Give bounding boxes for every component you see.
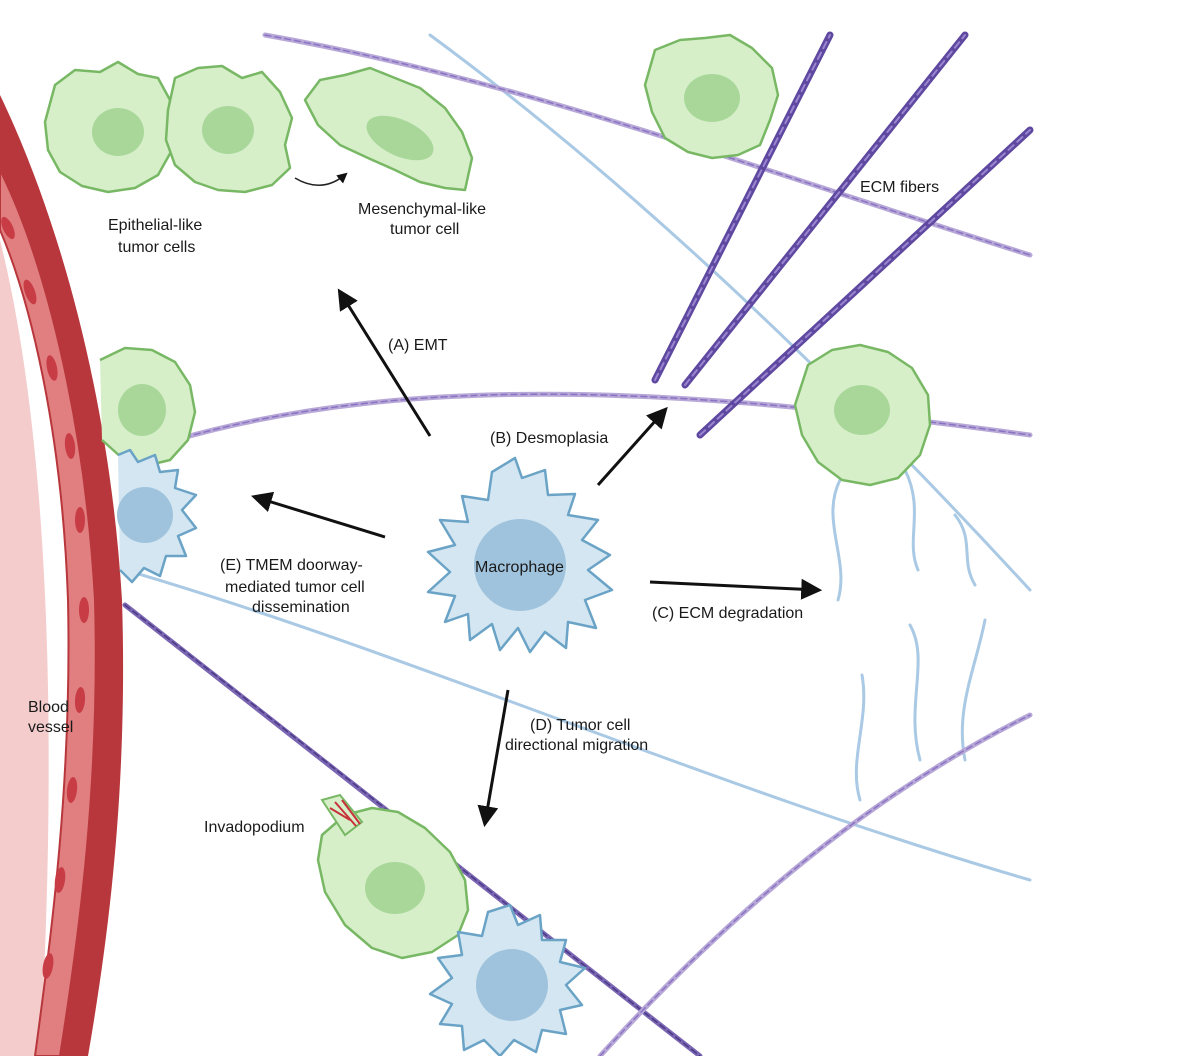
ecm-fiber-diagonal-1 bbox=[651, 31, 834, 384]
epithelial-label-line2: tumor cells bbox=[118, 239, 195, 256]
tmem-label-line2: mediated tumor cell bbox=[225, 579, 365, 596]
epithelial-label-line1: Epithelial-like bbox=[108, 217, 202, 234]
degraded-fiber-4 bbox=[854, 673, 866, 802]
ecm-fibers-label: ECM fibers bbox=[860, 179, 939, 196]
mesenchymal-tumor-cell bbox=[303, 66, 474, 192]
mesenchymal-label-line1: Mesenchymal-like bbox=[358, 201, 486, 218]
ecm-degradation-arrow bbox=[649, 578, 823, 600]
tumor-cell-right-on-fiber bbox=[793, 343, 932, 487]
blood-vessel-label-line1: Blood bbox=[28, 699, 69, 716]
ecm-degradation-label: (C) ECM degradation bbox=[652, 605, 803, 622]
blood-vessel-label-line2: vessel bbox=[28, 719, 73, 736]
desmoplasia-arrow bbox=[596, 406, 668, 486]
desmoplasia-label: (B) Desmoplasia bbox=[490, 430, 608, 447]
tmem-label-line1: (E) TMEM doorway- bbox=[220, 557, 363, 574]
degraded-fiber-1 bbox=[831, 478, 843, 602]
ecm-fiber-long-top bbox=[262, 32, 1033, 258]
endothelial-nuclei bbox=[1, 216, 89, 979]
vessel-wall bbox=[0, 95, 124, 1056]
macrophage-center: Macrophage bbox=[426, 456, 614, 654]
migration-label-line1: (D) Tumor cell bbox=[530, 717, 630, 734]
macrophage-label: Macrophage bbox=[475, 559, 564, 576]
invadopodium-protrusion bbox=[320, 793, 364, 837]
degraded-fiber-6 bbox=[960, 618, 987, 762]
vessel-lumen bbox=[0, 240, 49, 1056]
tmem-label-line3: dissemination bbox=[252, 599, 350, 616]
migration-arrow bbox=[477, 689, 510, 828]
ecm-fiber-diagonal-2 bbox=[681, 31, 969, 389]
blood-vessel: Blood vessel bbox=[0, 95, 124, 1056]
process-arrows bbox=[250, 288, 823, 828]
ecm-fiber-diagonal-3 bbox=[696, 126, 1034, 439]
tmem-arrow bbox=[250, 491, 386, 539]
ecm-fiber-long-bottom bbox=[597, 712, 1033, 1056]
emt-transition-arrow bbox=[294, 172, 348, 186]
macrophage-bottom bbox=[428, 903, 587, 1056]
emt-label: (A) EMT bbox=[388, 337, 448, 354]
tumor-cell-top-right bbox=[643, 33, 780, 160]
degraded-fiber-5 bbox=[908, 623, 922, 762]
epithelial-tumor-cell-1 bbox=[43, 60, 174, 194]
tmem-macrophage bbox=[117, 448, 198, 584]
tumor-cell-at-vessel bbox=[99, 346, 197, 468]
degraded-fiber-3 bbox=[953, 513, 977, 587]
invadopodium-label: Invadopodium bbox=[204, 819, 305, 836]
thin-fiber-middle bbox=[123, 568, 1032, 882]
epithelial-tumor-cell-2 bbox=[164, 64, 294, 194]
migration-label-line2: directional migration bbox=[505, 737, 648, 754]
invading-tumor-cell bbox=[316, 793, 470, 960]
mesenchymal-label-line2: tumor cell bbox=[390, 221, 459, 238]
degraded-fiber-2 bbox=[903, 468, 920, 572]
emt-arrow bbox=[337, 288, 432, 437]
